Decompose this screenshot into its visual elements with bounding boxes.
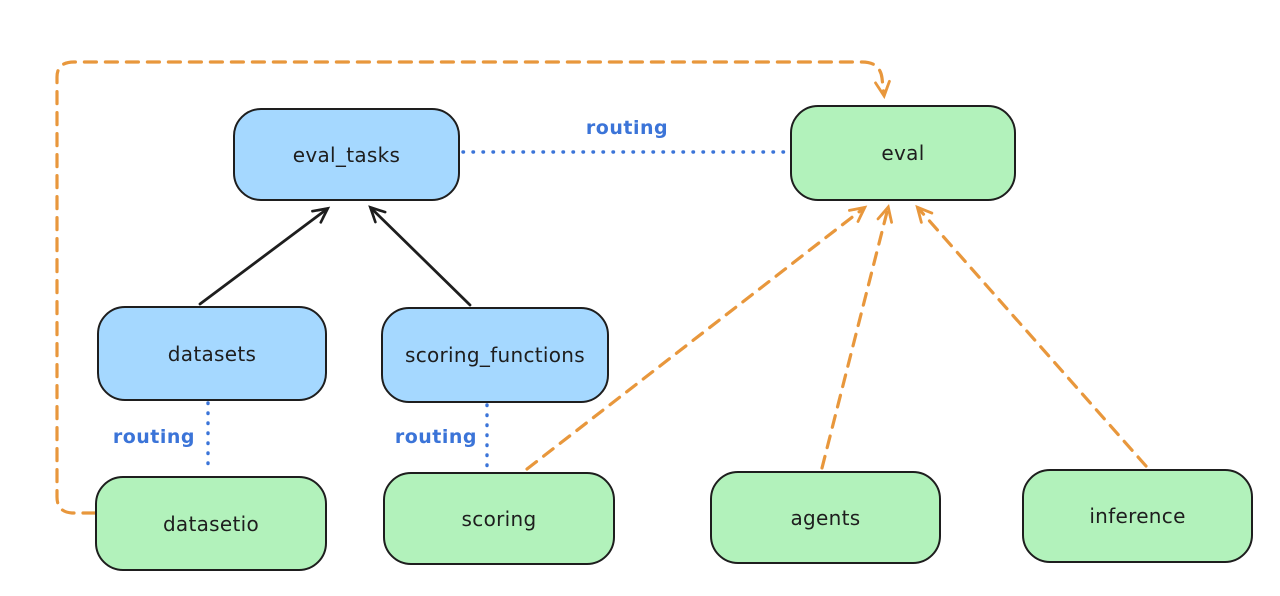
- node-datasetio-label: datasetio: [162, 511, 260, 536]
- node-eval_tasks-label: eval_tasks: [292, 142, 401, 167]
- node-eval: eval: [790, 105, 1016, 201]
- node-scoring-label: scoring: [461, 506, 537, 531]
- node-scoring: scoring: [383, 472, 615, 565]
- edge-label-routing-scoring_functions-scoring: routing: [394, 426, 477, 448]
- edge-datasets-to-eval_tasks: [198, 206, 331, 306]
- edge-label-routing-eval_tasks-eval: routing: [585, 117, 669, 139]
- node-datasetio: datasetio: [95, 476, 327, 571]
- node-agents-label: agents: [790, 505, 861, 530]
- node-inference: inference: [1022, 469, 1253, 563]
- edge-label-routing-datasets-datasetio: routing: [112, 426, 195, 448]
- node-scoring_functions-label: scoring_functions: [404, 343, 586, 367]
- node-agents: agents: [710, 471, 941, 564]
- node-datasets: datasets: [97, 306, 327, 401]
- edge-agents-to-eval: [820, 203, 893, 470]
- node-eval-label: eval: [881, 141, 925, 165]
- edge-inference-to-eval: [915, 204, 1148, 468]
- edge-scoring_functions-to-eval_tasks: [368, 205, 472, 307]
- node-eval_tasks: eval_tasks: [233, 108, 460, 201]
- node-inference-label: inference: [1089, 504, 1186, 528]
- node-datasets-label: datasets: [167, 341, 257, 366]
- node-scoring_functions: scoring_functions: [381, 307, 609, 403]
